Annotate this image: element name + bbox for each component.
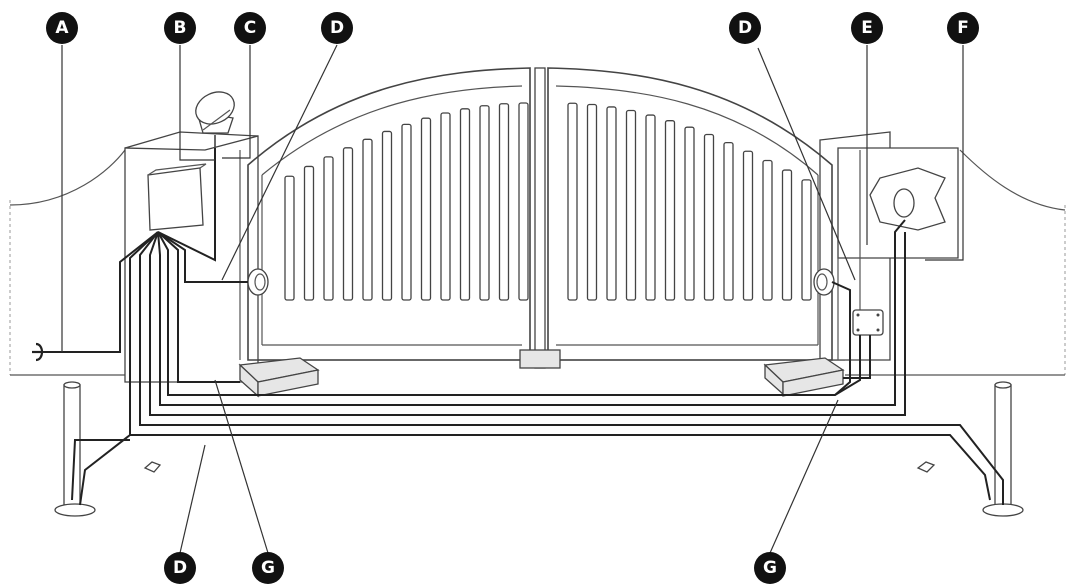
gate-bar xyxy=(401,123,412,301)
gate-bar xyxy=(362,138,373,301)
gate-bar xyxy=(625,109,637,301)
gate-bar xyxy=(742,150,754,301)
svg-text:G: G xyxy=(261,558,275,578)
junction-box-icon xyxy=(852,309,884,336)
gearmotor-right-icon xyxy=(763,357,845,397)
gate-bar xyxy=(342,147,354,301)
svg-text:E: E xyxy=(861,18,873,38)
cable xyxy=(129,231,991,501)
gate-bar xyxy=(459,108,471,301)
svg-text:G: G xyxy=(763,558,777,578)
gate-bar xyxy=(703,133,715,301)
photocell-left-icon xyxy=(247,268,269,296)
gate-bar xyxy=(586,103,598,301)
gate-bar xyxy=(323,156,334,301)
callout-b: B xyxy=(164,12,196,44)
gearmotor-left-icon xyxy=(238,357,320,398)
cable xyxy=(157,219,906,406)
gate-bar xyxy=(498,103,510,301)
gate-bar xyxy=(723,141,734,301)
cable xyxy=(40,231,159,353)
cable-runs xyxy=(40,148,1004,506)
callout-d-left: D xyxy=(321,12,353,44)
callout-f: F xyxy=(947,12,979,44)
callout-g-left: G xyxy=(252,552,284,584)
cable xyxy=(843,335,871,379)
gate xyxy=(247,67,833,369)
leader-lines xyxy=(61,44,964,554)
svg-text:F: F xyxy=(957,18,969,38)
gate-bar xyxy=(381,130,393,301)
gate-bar xyxy=(664,120,676,301)
gate-bar xyxy=(479,105,490,301)
gate-bar xyxy=(645,114,656,301)
cable xyxy=(157,231,248,283)
gate-bar xyxy=(801,179,812,301)
callout-c: C xyxy=(234,12,266,44)
cable xyxy=(71,439,130,501)
cable xyxy=(831,281,851,396)
callout-d-right: D xyxy=(729,12,761,44)
callout-g-right: G xyxy=(754,552,786,584)
svg-text:D: D xyxy=(330,18,344,38)
callout-e: E xyxy=(851,12,883,44)
cable xyxy=(157,231,240,383)
gate-bar xyxy=(781,169,793,301)
svg-text:A: A xyxy=(55,18,69,38)
cable xyxy=(139,231,1004,505)
cable xyxy=(157,231,861,396)
flashing-light-icon xyxy=(195,91,235,148)
cable xyxy=(79,434,131,506)
svg-text:D: D xyxy=(738,18,752,38)
gate-bar xyxy=(284,175,295,301)
control-unit xyxy=(147,163,207,231)
gate-bar xyxy=(567,102,578,301)
gate-bar xyxy=(518,102,529,301)
callout-a: A xyxy=(46,12,78,44)
ground-stop-left-icon xyxy=(143,461,162,473)
callout-badges: A B C D D E F D G G xyxy=(46,12,979,584)
photocell-right-icon xyxy=(813,268,835,296)
ground-stop-right-icon xyxy=(916,461,936,473)
key-selector-icon xyxy=(869,167,946,231)
gate-bar xyxy=(762,159,773,301)
bollard-left-icon xyxy=(54,381,96,517)
cable xyxy=(149,231,906,416)
callout-d-bottom: D xyxy=(164,552,196,584)
cable xyxy=(157,148,216,262)
gate-bar xyxy=(440,112,451,301)
gate-bar xyxy=(303,165,315,301)
gate-bar xyxy=(606,106,617,301)
svg-text:B: B xyxy=(174,18,187,38)
gate-bar xyxy=(420,117,432,301)
svg-text:D: D xyxy=(173,558,187,578)
gate-bar xyxy=(684,126,695,301)
svg-text:C: C xyxy=(244,18,256,38)
